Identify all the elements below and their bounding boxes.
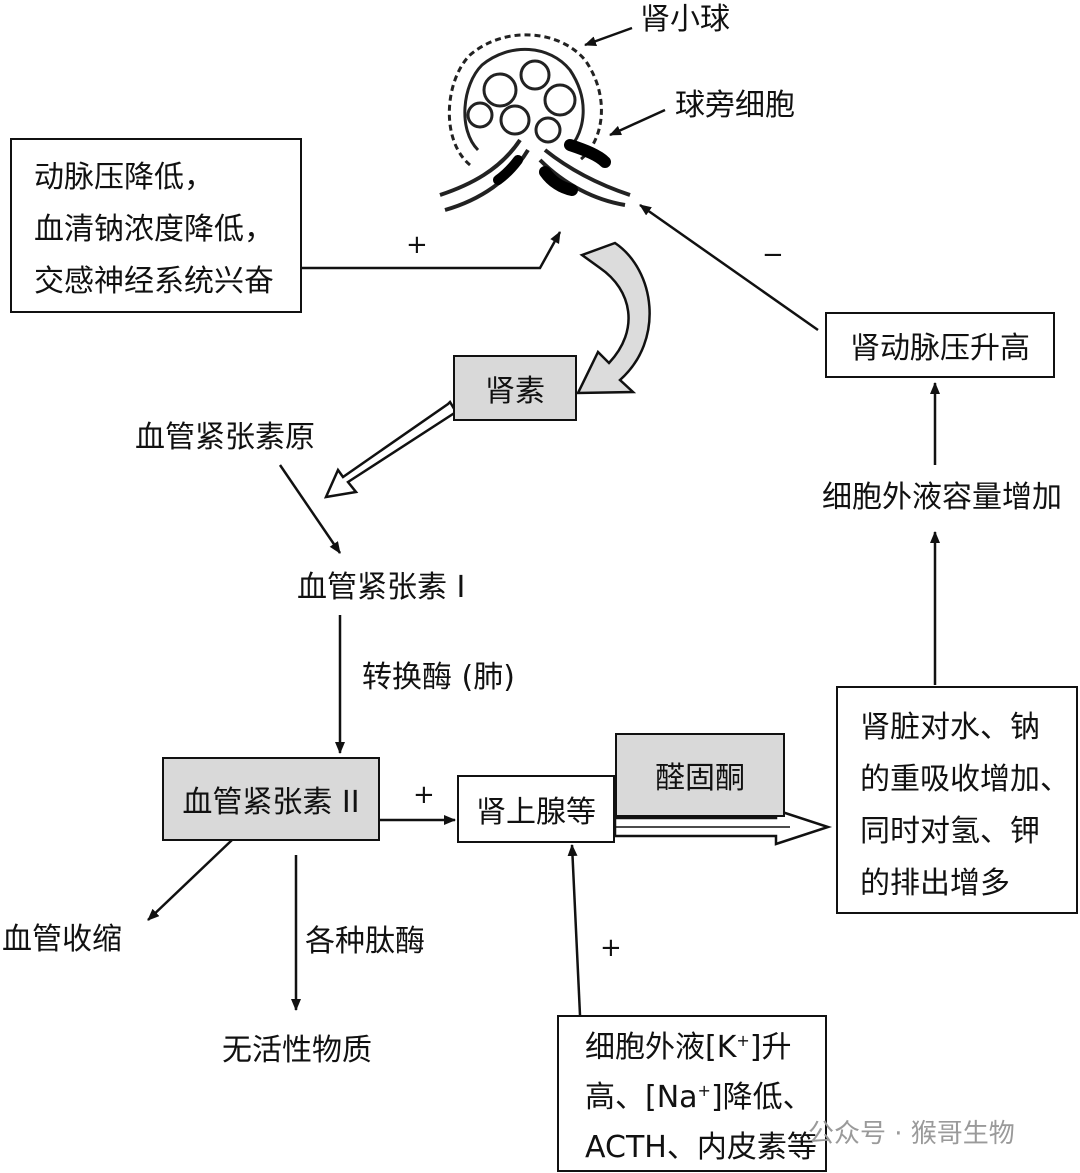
- stimulus-line-3: 交感神经系统兴奋: [34, 264, 274, 299]
- box-renin: 肾素: [453, 355, 577, 421]
- stimulus-line-2: 血清钠浓度降低，: [34, 212, 274, 247]
- label-inactive-substance: 无活性物质: [222, 1033, 372, 1068]
- factors-line-2: 高、[Na+]降低、: [585, 1080, 813, 1115]
- box-aldosterone: 醛固酮: [615, 733, 785, 817]
- watermark: 公众号 · 猴哥生物: [808, 1119, 1015, 1149]
- label-juxtaglomerular-cells: 球旁细胞: [675, 88, 795, 123]
- arrow-renin-action: [323, 399, 458, 499]
- box-kidney-effects: 肾脏对水、钠 的重吸收增加、 同时对氢、钾 的排出增多: [836, 686, 1078, 914]
- box-factors: 细胞外液[K+]升 高、[Na+]降低、 ACTH、内皮素等: [557, 1015, 827, 1172]
- box-adrenal: 肾上腺等: [457, 775, 615, 843]
- arrow-juxtaglomerular-label: [609, 108, 666, 137]
- arrow-glomerulus-label: [584, 26, 633, 47]
- arrow-angiotensinogen-to-ang1: [278, 464, 342, 554]
- kidney-line-3: 同时对氢、钾: [860, 814, 1040, 849]
- kidney-line-1: 肾脏对水、钠: [860, 710, 1040, 745]
- sign-factors-plus: +: [600, 933, 622, 963]
- arrow-stimulus-to-glomerulus: [302, 231, 562, 270]
- arrow-ang2-to-vasoconstriction: [147, 839, 233, 921]
- box-renal-pressure: 肾动脉压升高: [825, 312, 1055, 378]
- kidney-line-2: 的重吸收增加、: [860, 762, 1070, 797]
- label-glomerulus: 肾小球: [640, 2, 730, 37]
- label-converting-enzyme: 转换酶 (肺): [362, 660, 515, 695]
- kidney-line-4: 的排出增多: [860, 866, 1010, 901]
- arrow-feedback-to-glomerulus: [639, 203, 819, 332]
- glomerulus-illustration: [439, 33, 631, 212]
- label-angiotensin-1: 血管紧张素 I: [297, 570, 466, 605]
- sign-ang2-plus: +: [413, 780, 435, 810]
- stimulus-line-1: 动脉压降低，: [34, 160, 214, 195]
- label-vasoconstriction: 血管收缩: [2, 922, 122, 957]
- arrow-factors-to-adrenal: [567, 844, 582, 1016]
- sign-stimulus-plus: +: [406, 230, 428, 260]
- arrow-curved-to-renin: [575, 241, 651, 395]
- label-angiotensinogen: 血管紧张素原: [135, 420, 315, 455]
- box-angiotensin-2: 血管紧张素 II: [162, 757, 380, 841]
- label-ecf-increase: 细胞外液容量增加: [822, 480, 1062, 515]
- sign-feedback-minus: −: [762, 240, 784, 270]
- box-stimulus: 动脉压降低， 血清钠浓度降低， 交感神经系统兴奋: [10, 138, 302, 313]
- factors-line-3: ACTH、内皮素等: [585, 1130, 817, 1165]
- label-peptidases: 各种肽酶: [305, 924, 425, 959]
- factors-line-1: 细胞外液[K+]升: [585, 1030, 792, 1065]
